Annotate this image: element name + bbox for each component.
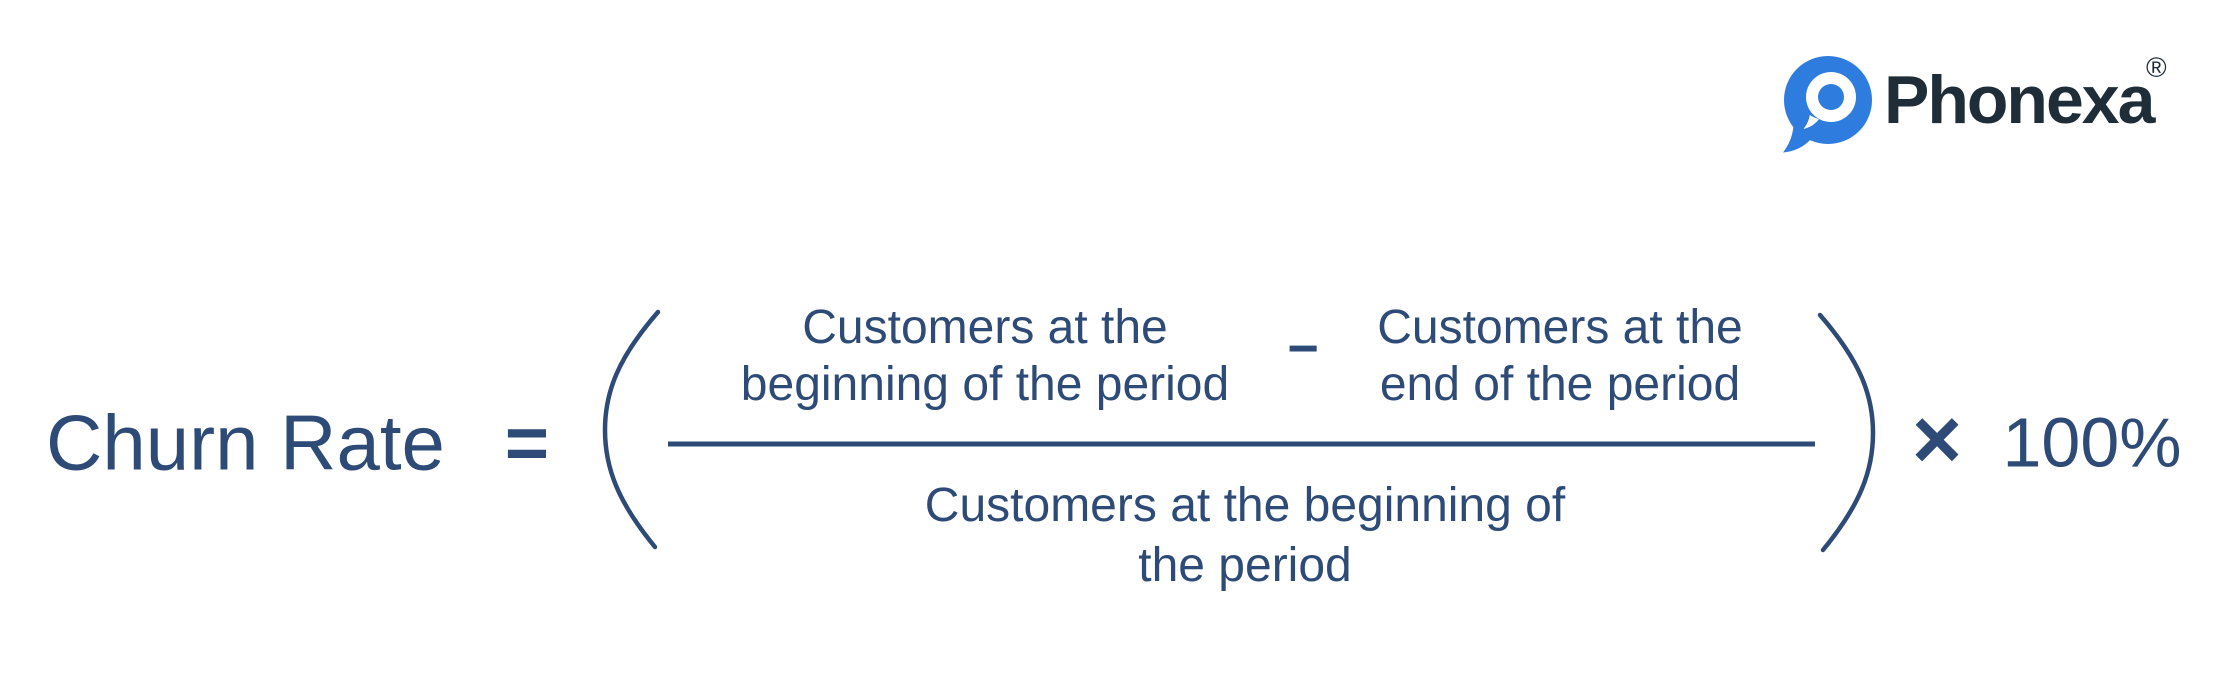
- multiply-sign: ×: [1911, 391, 1963, 488]
- numerator-minuend: Customers at the beginning of the period: [741, 299, 1229, 413]
- numerator-subtrahend-line1: Customers at the: [1377, 301, 1743, 354]
- denominator-line1: Customers at the beginning of: [924, 479, 1566, 532]
- numerator-subtrahend-line2: end of the period: [1379, 358, 1741, 411]
- numerator-subtrahend: Customers at the end of the period: [1377, 299, 1742, 413]
- numerator-minuend-line1: Customers at the: [802, 301, 1168, 354]
- phonexa-wordmark: Phonexa: [1884, 62, 2155, 138]
- formula-lhs: Churn Rate: [46, 398, 445, 487]
- multiplier-value: 100%: [2002, 403, 2182, 482]
- denominator: Customers at the beginning of the period: [925, 476, 1565, 596]
- minus-sign: −: [1287, 318, 1319, 379]
- numerator-minuend-line2: beginning of the period: [740, 358, 1230, 411]
- equals-sign: =: [504, 400, 550, 486]
- right-paren-icon: [1817, 312, 1876, 553]
- denominator-line2: the period: [1138, 539, 1352, 592]
- registered-trademark-icon: ®: [2146, 52, 2167, 83]
- left-paren-icon: [602, 309, 661, 550]
- phonexa-pin-icon: [1783, 56, 1872, 153]
